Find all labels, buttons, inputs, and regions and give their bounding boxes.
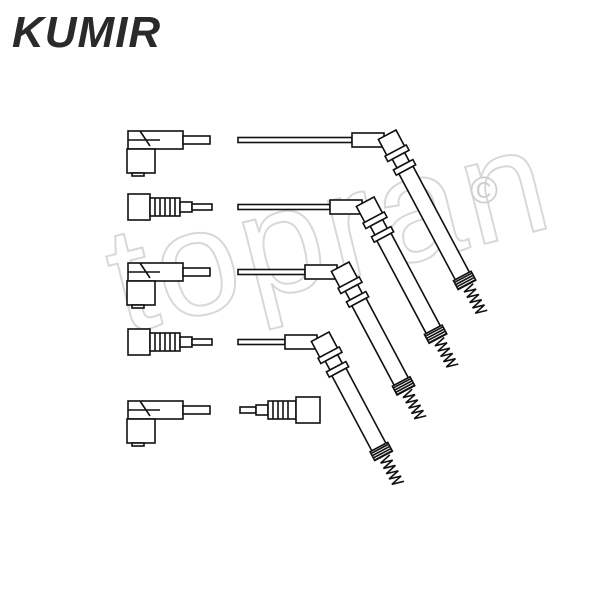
distributor-elbow-connector (126, 262, 211, 309)
spark-plug-boot (304, 260, 427, 420)
brand-logo: KUMIR (12, 8, 162, 57)
plug-boot-tube (377, 128, 488, 315)
distributor-elbow-connector (126, 400, 211, 447)
ignition-cable (237, 268, 306, 276)
ignition-cable (237, 203, 331, 211)
coil-straight-connector (239, 396, 321, 424)
distributor-straight-connector (127, 193, 213, 221)
spring-contact (463, 283, 488, 315)
spark-plug-boot (284, 330, 405, 486)
spark-plug-boot (351, 128, 488, 315)
plug-boot-tube (355, 195, 459, 368)
ignition-cable (237, 136, 353, 144)
distributor-elbow-connector (126, 130, 211, 177)
spark-plug-boot (329, 195, 459, 368)
spring-contact (380, 454, 405, 486)
ignition-cable (237, 338, 286, 346)
copyright-symbol: © (470, 170, 498, 212)
distributor-straight-connector (127, 328, 213, 356)
plug-boot-tube (330, 260, 427, 420)
plug-boot-tube (310, 330, 405, 486)
spring-contact (402, 388, 427, 420)
spring-contact (434, 336, 459, 368)
